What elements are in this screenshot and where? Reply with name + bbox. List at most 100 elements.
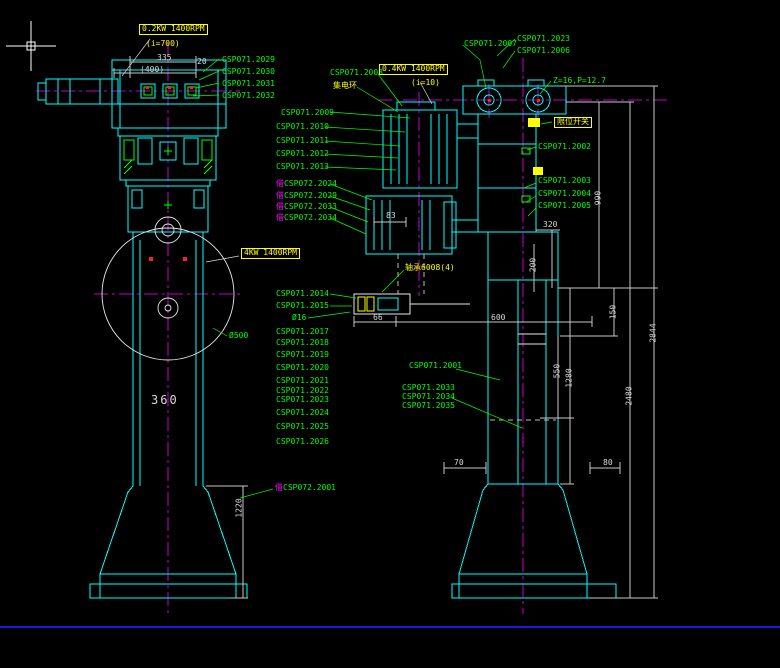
right-view-outline [365, 79, 617, 599]
dim-20-text: 20 [197, 57, 207, 66]
bearing-label: 轴承6008(4) [405, 263, 455, 273]
dim-990-text: 990 [593, 190, 603, 206]
limit-switch-highlight [528, 118, 540, 127]
csp071-2017-text: CSP071.2017 [276, 327, 329, 336]
csp071-2024: CSP071.2024 [276, 408, 329, 418]
motor-4kw-spec-text: 4KW 1400RPM [244, 248, 297, 257]
dim-600-text: 600 [491, 313, 506, 322]
borrow-csp072-2034-prefix: 借 [276, 213, 284, 222]
csp071-2005: CSP071.2005 [538, 201, 591, 211]
dim-200-text: 200 [528, 257, 538, 273]
csp071-2030-text: CSP071.2030 [222, 67, 275, 76]
csp071-2031-text: CSP071.2031 [222, 79, 275, 88]
dim-70: 70 [454, 458, 464, 468]
csp071-2029-text: CSP071.2029 [222, 55, 275, 64]
slip-ring-label: 集电环 [333, 81, 357, 91]
dim-360-text: 360 [151, 393, 179, 407]
csp071-2030: CSP071.2030 [222, 67, 275, 77]
dim-2480: 2480 [625, 386, 635, 405]
csp071-2022-text: CSP071.2022 [276, 386, 329, 395]
csp071-2017: CSP071.2017 [276, 327, 329, 337]
csp071-2033-text: CSP071.2033 [402, 383, 455, 392]
borrow-csp072-2033-text: CSP072.2033 [284, 202, 337, 211]
csp071-2004: CSP071.2004 [538, 189, 591, 199]
csp071-2006-text: CSP071.2006 [517, 46, 570, 55]
dia-16-text: Ø16 [292, 313, 307, 322]
csp071-2021-text: CSP071.2021 [276, 376, 329, 385]
csp071-2013-text: CSP071.2013 [276, 162, 329, 171]
borrow-csp072-2001-text: CSP072.2001 [283, 483, 336, 492]
leader-lines [192, 38, 553, 499]
csp071-2006: CSP071.2006 [517, 46, 570, 56]
dim-550-text: 550 [552, 363, 562, 379]
csp071-2019: CSP071.2019 [276, 350, 329, 360]
csp071-2005-text: CSP071.2005 [538, 201, 591, 210]
csp071-2012-text: CSP071.2012 [276, 149, 329, 158]
csp071-2018-text: CSP071.2018 [276, 338, 329, 347]
dim-20: 20 [197, 57, 207, 67]
borrow-csp072-2029: 借CSP072.2029 [276, 191, 337, 201]
csp071-2015-text: CSP071.2015 [276, 301, 329, 310]
csp071-2023-top-text: CSP071.2023 [517, 34, 570, 43]
bearing-label-text: 轴承6008(4) [405, 263, 455, 272]
dia-500-text: Ø500 [229, 331, 249, 340]
csp071-2009-text: CSP071.2009 [281, 108, 334, 117]
dim-66: 66 [373, 313, 383, 323]
csp071-2020-text: CSP071.2020 [276, 363, 329, 372]
csp071-2007: CSP071.2007 [464, 39, 517, 49]
csp071-2032: CSP071.2032 [222, 91, 275, 101]
dia-500: Ø500 [229, 331, 249, 341]
csp071-2019-text: CSP071.2019 [276, 350, 329, 359]
dim-150-text: 150 [608, 304, 618, 320]
dim-1220-text: 1220 [234, 498, 244, 518]
motor-04kw-spec: 0.4KW 1400RPM [379, 64, 448, 75]
motor-02kw-spec: 0.2KW 1400RPM [139, 24, 208, 35]
csp071-2035: CSP071.2035 [402, 401, 455, 411]
borrow-csp072-2024-text: CSP072.2024 [284, 179, 337, 188]
csp071-2026: CSP071.2026 [276, 437, 329, 447]
borrow-csp072-2001-prefix: 借 [275, 483, 283, 492]
borrow-csp072-2001: 借CSP072.2001 [275, 483, 336, 493]
borrow-csp072-2029-prefix: 借 [276, 191, 284, 200]
csp071-2014-text: CSP071.2014 [276, 289, 329, 298]
dim-66-text: 66 [373, 313, 383, 322]
csp071-2026-text: CSP071.2026 [276, 437, 329, 446]
csp071-2007-text: CSP071.2007 [464, 39, 517, 48]
csp071-2003: CSP071.2003 [538, 176, 591, 186]
csp071-2015: CSP071.2015 [276, 301, 329, 311]
csp071-2010-text: CSP071.2010 [276, 122, 329, 131]
motor-4kw-spec: 4KW 1400RPM [241, 248, 300, 259]
limit-switch-label: 限位开关 [554, 117, 592, 128]
chain-spec-text: Z=16,P=12.7 [553, 76, 606, 85]
csp071-2033: CSP071.2033 [402, 383, 455, 393]
dim-80: 80 [603, 458, 613, 468]
dim-990: 990 [593, 190, 604, 206]
limit-switch-label-text: 限位开关 [557, 117, 589, 126]
chain-spec: Z=16,P=12.7 [553, 76, 606, 86]
csp071-2003-text: CSP071.2003 [538, 176, 591, 185]
csp071-2024-text: CSP071.2024 [276, 408, 329, 417]
motor-04kw-ratio: (i=10) [411, 78, 440, 88]
dim-2844-text: 2844 [648, 323, 658, 343]
csp071-2004-text: CSP071.2004 [538, 189, 591, 198]
dim-200: 200 [528, 257, 539, 273]
csp071-2009: CSP071.2009 [281, 108, 334, 118]
dimension-lines [113, 56, 658, 599]
csp071-2001: CSP071.2001 [409, 361, 462, 371]
motor-04kw-ratio-text: (i=10) [411, 78, 440, 87]
dim-1220: 1220 [234, 498, 245, 518]
dim-80-text: 80 [603, 458, 613, 467]
csp071-2002: CSP071.2002 [538, 142, 591, 152]
csp071-2010: CSP071.2010 [276, 122, 329, 132]
borrow-csp072-2029-text: CSP072.2029 [284, 191, 337, 200]
csp071-2032-text: CSP071.2032 [222, 91, 275, 100]
dim-335: 335 [157, 53, 171, 63]
component-highlights [146, 86, 543, 261]
borrow-csp072-2033-prefix: 借 [276, 202, 284, 211]
csp071-2031: CSP071.2031 [222, 79, 275, 89]
csp071-2034-text: CSP071.2034 [402, 392, 455, 401]
motor-02kw-ratio-text: (i=700) [146, 39, 180, 48]
csp071-2008-text: CSP071.2008 [330, 68, 383, 77]
dim-83-text: 83 [386, 211, 396, 220]
